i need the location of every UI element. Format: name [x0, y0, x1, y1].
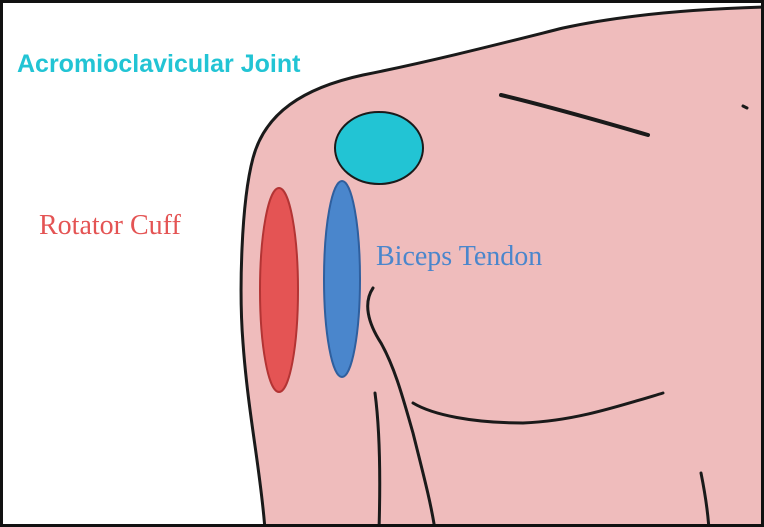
biceps-tendon-label: Biceps Tendon — [376, 243, 542, 271]
rotator-cuff-marker — [260, 188, 298, 392]
rotator-cuff-label: Rotator Cuff — [39, 212, 181, 240]
biceps-tendon-marker — [324, 181, 360, 377]
acromioclavicular-joint-marker — [335, 112, 423, 184]
skin-mark — [743, 106, 747, 108]
acromioclavicular-joint-label: Acromioclavicular Joint — [17, 52, 300, 77]
